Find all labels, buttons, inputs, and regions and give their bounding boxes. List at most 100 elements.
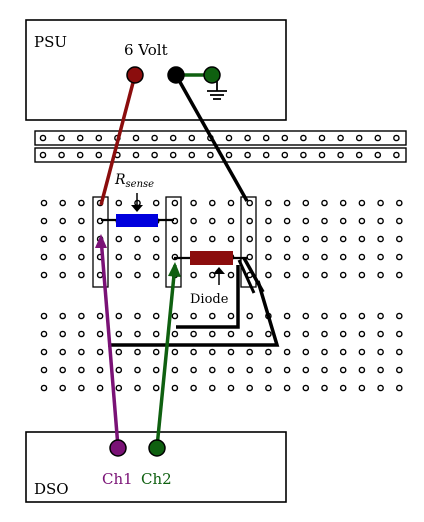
rail-hole xyxy=(300,151,307,159)
rail-hole xyxy=(188,134,196,142)
breadboard-hole xyxy=(321,312,328,320)
rail-hole xyxy=(393,134,400,142)
breadboard-hole xyxy=(265,384,272,392)
black-wire-diode-leg-2 xyxy=(237,259,256,294)
breadboard-hole xyxy=(171,330,179,338)
diode-body xyxy=(190,251,233,265)
breadboard-hole xyxy=(59,253,67,261)
breadboard-hole xyxy=(358,384,366,392)
breadboard-hole xyxy=(78,312,85,320)
breadboard-hole xyxy=(134,312,141,320)
breadboard-hole xyxy=(377,199,384,207)
breadboard-hole xyxy=(208,235,216,243)
breadboard-hole xyxy=(78,235,85,243)
breadboard-hole xyxy=(152,330,160,338)
rail-hole xyxy=(151,134,158,142)
breadboard-hole xyxy=(134,235,141,243)
dso-ch2-terminal[interactable] xyxy=(148,439,166,457)
breadboard-hole xyxy=(395,312,403,320)
breadboard-hole xyxy=(171,384,179,392)
psu-label: PSU xyxy=(34,33,67,51)
breadboard-hole xyxy=(171,348,179,356)
breadboard-hole xyxy=(40,235,48,243)
rail-hole xyxy=(281,151,289,159)
resistor-label-main: R xyxy=(114,172,126,188)
breadboard-hole xyxy=(96,312,104,320)
breadboard-hole xyxy=(190,366,197,374)
breadboard-hole xyxy=(78,271,85,279)
breadboard-hole xyxy=(302,384,310,392)
breadboard-hole xyxy=(59,235,67,243)
psu-ground-terminal[interactable] xyxy=(203,66,221,84)
breadboard-hole xyxy=(246,384,253,392)
breadboard-hole xyxy=(59,330,67,338)
rail-hole xyxy=(318,134,326,142)
rail-hole xyxy=(374,151,382,159)
breadboard-hole xyxy=(227,199,235,207)
breadboard-hole xyxy=(339,312,347,320)
breadboard-hole xyxy=(208,217,216,225)
breadboard-hole xyxy=(115,253,123,261)
breadboard-hole xyxy=(227,366,235,374)
rail-hole xyxy=(132,134,140,142)
black-wire-bottom xyxy=(108,280,280,347)
breadboard-hole xyxy=(40,253,48,261)
breadboard-holes xyxy=(40,199,403,392)
breadboard-hole xyxy=(40,384,48,392)
breadboard-hole xyxy=(265,271,272,279)
breadboard-hole xyxy=(321,235,328,243)
breadboard-hole xyxy=(283,217,291,225)
breadboard-hole xyxy=(190,348,197,356)
breadboard-hole xyxy=(321,253,328,261)
resistor-label: Rsense xyxy=(114,172,154,190)
breadboard-hole xyxy=(115,235,123,243)
breadboard-hole xyxy=(302,199,310,207)
breadboard-hole xyxy=(283,235,291,243)
breadboard-hole xyxy=(171,312,179,320)
breadboard-hole xyxy=(40,199,48,207)
breadboard-hole xyxy=(78,366,85,374)
dso-ch2-label: Ch2 xyxy=(141,470,172,488)
breadboard-hole xyxy=(302,366,310,374)
breadboard-hole xyxy=(283,330,291,338)
psu-positive-terminal[interactable] xyxy=(126,66,144,84)
breadboard-hole xyxy=(339,217,347,225)
rail-hole xyxy=(337,134,344,142)
rail-hole xyxy=(374,134,382,142)
breadboard-hole xyxy=(152,271,160,279)
dso-ch1-terminal[interactable] xyxy=(109,439,127,457)
breadboard-hole xyxy=(40,348,48,356)
breadboard-hole xyxy=(59,271,67,279)
breadboard-hole xyxy=(190,199,197,207)
rail-hole xyxy=(281,134,289,142)
psu-voltage-label: 6 Volt xyxy=(124,41,168,59)
column-box-left xyxy=(92,196,109,288)
breadboard-hole xyxy=(246,199,253,207)
rail-hole xyxy=(355,151,363,159)
breadboard-hole xyxy=(358,271,366,279)
breadboard-hole xyxy=(78,199,85,207)
breadboard-hole xyxy=(283,271,291,279)
breadboard-hole xyxy=(339,330,347,338)
breadboard-hole xyxy=(283,199,291,207)
dso-label: DSO xyxy=(34,480,69,498)
breadboard-hole xyxy=(115,330,123,338)
breadboard-hole xyxy=(190,217,197,225)
breadboard-hole xyxy=(283,366,291,374)
breadboard-hole xyxy=(40,271,48,279)
psu-negative-terminal[interactable] xyxy=(167,66,185,84)
breadboard-hole xyxy=(227,312,235,320)
breadboard-hole xyxy=(96,384,104,392)
rail-hole xyxy=(188,151,196,159)
breadboard-hole xyxy=(208,366,216,374)
breadboard-hole xyxy=(134,348,141,356)
breadboard-hole xyxy=(358,253,366,261)
diode-label: Diode xyxy=(190,292,229,307)
breadboard-hole xyxy=(377,330,384,338)
breadboard-hole xyxy=(208,330,216,338)
rail-hole xyxy=(169,151,177,159)
rail-hole xyxy=(95,151,103,159)
breadboard-hole xyxy=(115,312,123,320)
breadboard-hole xyxy=(59,366,67,374)
